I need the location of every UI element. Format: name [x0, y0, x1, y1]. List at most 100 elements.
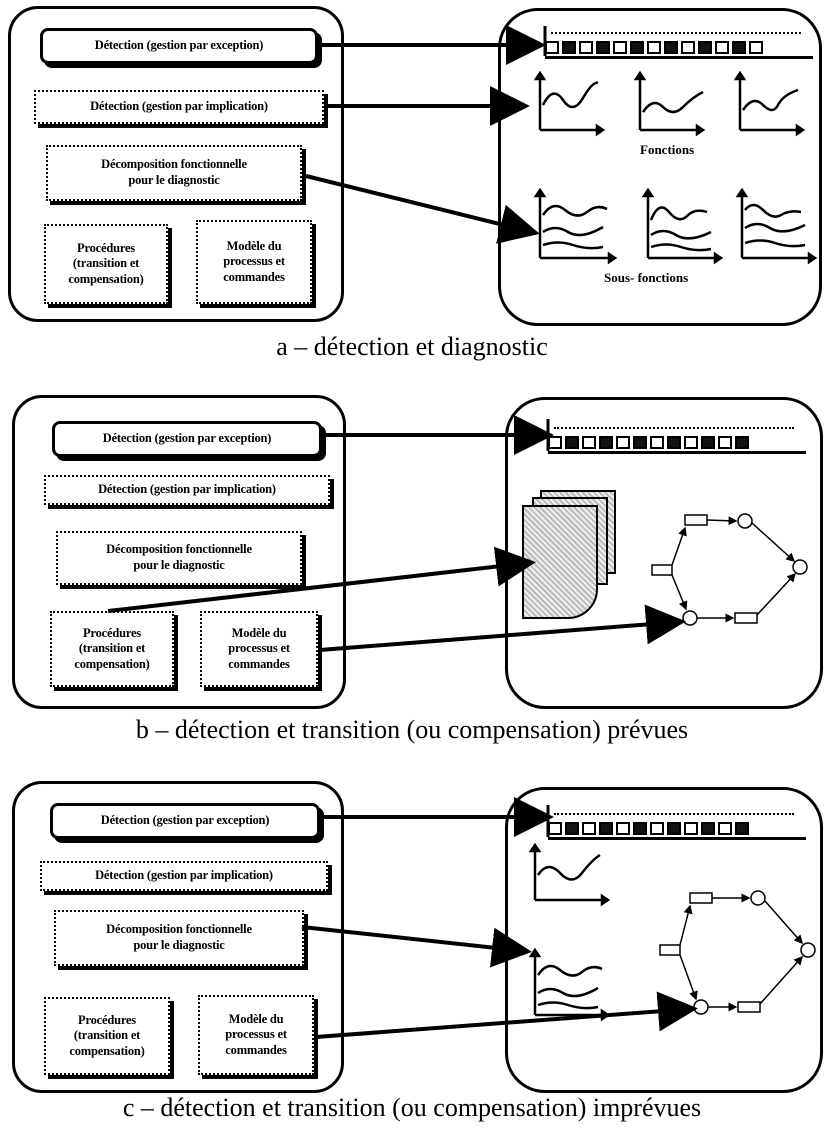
panel-a: Détection (gestion par exception) Détect… — [0, 0, 824, 370]
procedures-line1: Procédures — [77, 240, 135, 255]
model-line3: commandes — [225, 1042, 287, 1057]
toolbar-button-icon — [599, 436, 613, 449]
trend-chart-icon — [533, 70, 606, 137]
exception-box: Détection (gestion par exception) — [40, 28, 318, 64]
toolbar-button-icon — [701, 822, 715, 835]
model-line2: processus et — [223, 254, 285, 269]
toolbar-button-icon — [596, 41, 610, 54]
model-box: Modèle du processus et commandes — [196, 220, 312, 304]
model-line1: Modèle du — [231, 625, 287, 640]
toolbar-button-icon — [630, 41, 644, 54]
toolbar-button-icon — [616, 436, 630, 449]
model-line3: commandes — [223, 269, 285, 284]
trend-chart-icon — [641, 187, 724, 265]
decomposition-line1: Décomposition fonctionnelle — [106, 922, 252, 937]
trend-chart-icon — [528, 842, 611, 907]
model-line3: commandes — [228, 656, 290, 671]
model-line2: processus et — [228, 641, 290, 656]
toolbar-button-icon — [579, 41, 593, 54]
toolbar-button-icon — [701, 436, 715, 449]
toolbar-button-icon — [718, 822, 732, 835]
procedures-line2: (transition et — [73, 1028, 141, 1043]
toolbar-button-icon — [684, 436, 698, 449]
toolbar-button-icon — [650, 822, 664, 835]
model-box: Modèle du processus et commandes — [200, 611, 318, 687]
caption-a: a – détection et diagnostic — [276, 332, 548, 361]
exception-label: Détection (gestion par exception) — [94, 38, 264, 53]
model-line2: processus et — [225, 1027, 287, 1042]
toolbar-button-icon — [735, 822, 749, 835]
toolbar-button-icon — [698, 41, 712, 54]
trend-chart-icon — [528, 947, 611, 1022]
implication-label: Détection (gestion par implication) — [98, 482, 276, 497]
exception-box: Détection (gestion par exception) — [50, 803, 320, 839]
exception-label: Détection (gestion par exception) — [100, 813, 270, 828]
petri-net-icon — [659, 890, 816, 1015]
implication-box: Détection (gestion par implication) — [34, 90, 324, 124]
toolbar-button-icon — [616, 822, 630, 835]
toolbar-button-icon — [647, 41, 661, 54]
toolbar-button-icon — [684, 822, 698, 835]
toolbar — [548, 811, 806, 840]
exception-box: Détection (gestion par exception) — [52, 421, 322, 457]
procedures-box: Procédures (transition et compensation) — [50, 611, 174, 687]
toolbar-button-icon — [582, 822, 596, 835]
subfunctions-label: Sous- fonctions — [604, 270, 689, 285]
decomposition-arrow — [301, 925, 532, 968]
decomposition-box: Décomposition fonctionnelle pour le diag… — [56, 531, 302, 585]
toolbar-button-icon — [749, 41, 763, 54]
toolbar-button-icon — [667, 436, 681, 449]
model-line1: Modèle du — [228, 1011, 284, 1026]
decomposition-line2: pour le diagnostic — [133, 938, 225, 952]
exception-label: Détection (gestion par exception) — [102, 431, 272, 446]
procedures-line3: compensation) — [74, 656, 150, 671]
toolbar-button-icon — [613, 41, 627, 54]
procedures-line3: compensation) — [68, 271, 144, 286]
panel-a-graphics — [305, 25, 818, 265]
toolbar-button-icon — [582, 436, 596, 449]
model-box: Modèle du processus et commandes — [198, 995, 314, 1075]
procedures-arrow — [107, 546, 536, 613]
procedures-line3: compensation) — [69, 1043, 145, 1058]
decomposition-line2: pour le diagnostic — [133, 558, 225, 572]
panel-b-graphics — [107, 415, 808, 652]
display-screen — [498, 8, 822, 326]
toolbar-button-icon — [715, 41, 729, 54]
procedures-line2: (transition et — [72, 256, 140, 271]
trend-chart-icon — [633, 70, 706, 137]
toolbar-button-icon — [565, 822, 579, 835]
panel-b: Détection (gestion par exception) Détect… — [0, 385, 824, 755]
model-arrow — [315, 991, 698, 1039]
decomposition-line2: pour le diagnostic — [128, 173, 220, 187]
procedures-box: Procédures (transition et compensation) — [44, 224, 168, 304]
trend-chart-icon — [733, 70, 806, 137]
toolbar-button-icon — [664, 41, 678, 54]
toolbar-button-icon — [681, 41, 695, 54]
functions-label: Fonctions — [640, 142, 695, 157]
toolbar-button-icon — [650, 436, 664, 449]
model-line1: Modèle du — [226, 238, 282, 253]
toolbar-button-icon — [667, 822, 681, 835]
decomposition-box: Décomposition fonctionnelle pour le diag… — [46, 145, 302, 201]
decomposition-box: Décomposition fonctionnelle pour le diag… — [54, 910, 304, 966]
toolbar-button-icon — [565, 436, 579, 449]
procedures-line1: Procédures — [83, 625, 141, 640]
caption-c: c – détection et transition (ou compensa… — [122, 1093, 702, 1122]
toolbar-button-icon — [718, 436, 732, 449]
trend-chart-icon — [735, 187, 818, 265]
petri-net-icon — [651, 513, 808, 626]
procedures-line2: (transition et — [78, 641, 146, 656]
toolbar-button-icon — [735, 436, 749, 449]
toolbar-button-icon — [633, 436, 647, 449]
implication-box: Détection (gestion par implication) — [44, 475, 330, 505]
model-arrow — [319, 604, 686, 652]
panel-c: Détection (gestion par exception) Détect… — [0, 775, 824, 1130]
decomposition-line1: Décomposition fonctionnelle — [106, 542, 252, 557]
implication-label: Détection (gestion par implication) — [90, 99, 268, 114]
trend-chart-icon — [533, 187, 618, 265]
implication-label: Détection (gestion par implication) — [95, 868, 273, 883]
caption-b: b – détection et transition (ou compensa… — [135, 715, 689, 744]
toolbar-button-icon — [732, 41, 746, 54]
implication-box: Détection (gestion par implication) — [40, 861, 328, 891]
procedures-line1: Procédures — [78, 1012, 136, 1027]
